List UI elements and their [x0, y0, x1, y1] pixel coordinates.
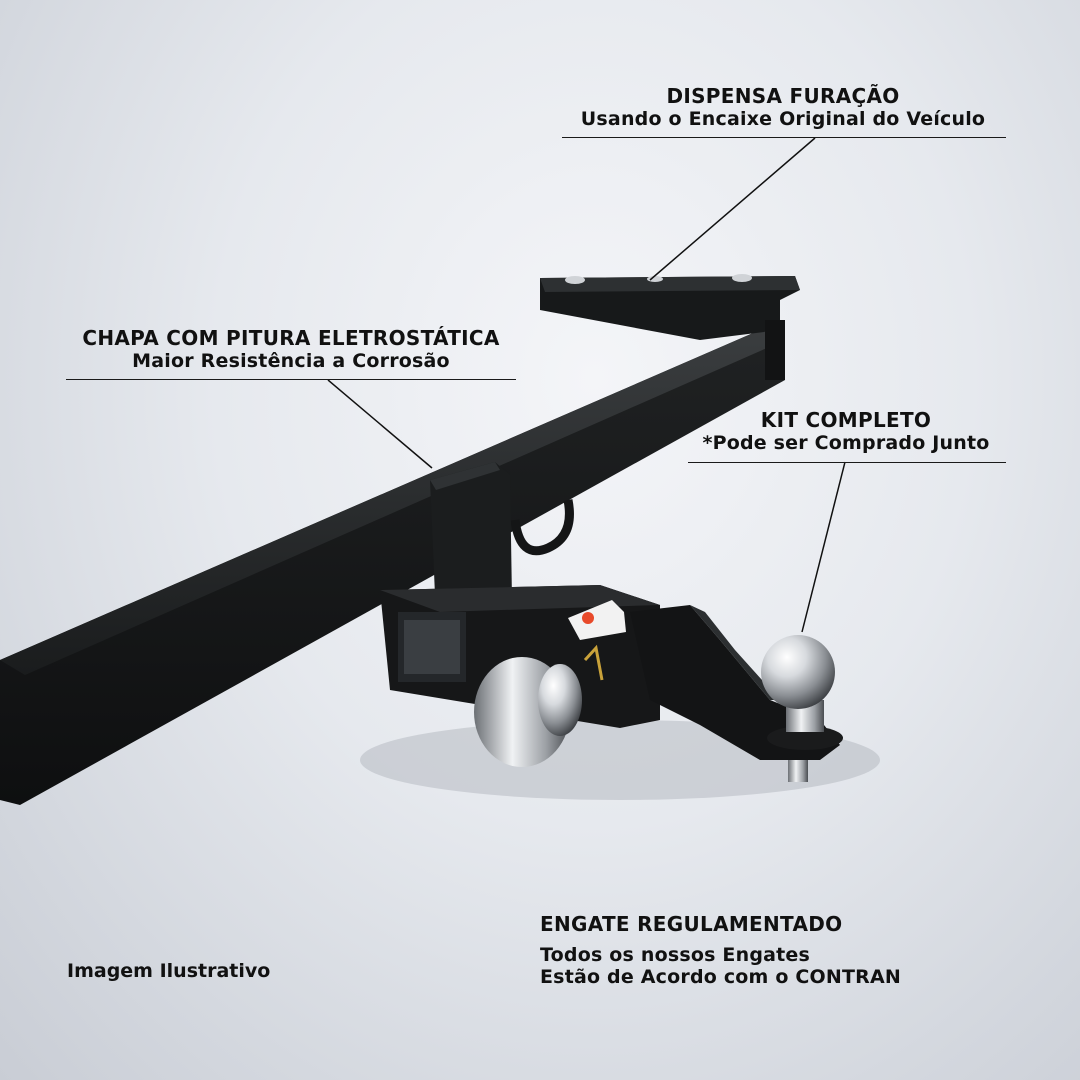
brand-tag: [568, 600, 626, 640]
callout-line: Todos os nossos Engates: [540, 944, 811, 966]
callout-chapa: CHAPA COM PITURA ELETROSTÁTICA Maior Res…: [66, 326, 516, 372]
callout-subtitle: *Pode ser Comprado Junto: [702, 432, 990, 454]
pin-clip: [583, 644, 604, 681]
bolt-hole: [732, 274, 752, 282]
mounting-bracket: [540, 276, 800, 340]
callout-title: ENGATE REGULAMENTADO: [540, 912, 843, 936]
callout-title: KIT COMPLETO: [760, 408, 932, 432]
callout-underline: [66, 379, 516, 380]
callout-title: CHAPA COM PITURA ELETROSTÁTICA: [82, 326, 500, 350]
callout-subtitle: Usando o Encaixe Original do Veículo: [580, 108, 986, 130]
callout-underline: [562, 137, 1006, 138]
disclaimer-note: Imagem Ilustrativo: [67, 960, 271, 982]
leader-line-chapa: [327, 379, 433, 469]
callout-underline: [688, 462, 1006, 463]
brand-logo-icon: [582, 612, 594, 624]
ball-nut: [788, 760, 808, 782]
callout-subtitle: Maior Resistência a Corrosão: [132, 350, 450, 372]
callout-kit: KIT COMPLETO *Pode ser Comprado Junto: [686, 408, 1006, 454]
callout-line: Estão de Acordo com o CONTRAN: [540, 966, 902, 988]
leader-line-dispensa: [649, 137, 816, 281]
crossbar: [0, 330, 785, 805]
leader-line-kit: [801, 461, 846, 633]
drop-plate: [430, 462, 512, 615]
safety-loop: [510, 499, 574, 556]
callout-engate: ENGATE REGULAMENTADO Todos os nossos Eng…: [540, 912, 960, 988]
crossbar-top: [0, 330, 785, 675]
callout-title: DISPENSA FURAÇÃO: [666, 84, 900, 108]
callout-dispensa: DISPENSA FURAÇÃO Usando o Encaixe Origin…: [560, 84, 1006, 130]
tow-ball: [761, 635, 835, 709]
bolt-hole: [647, 276, 663, 282]
bolt-hole: [565, 276, 585, 284]
